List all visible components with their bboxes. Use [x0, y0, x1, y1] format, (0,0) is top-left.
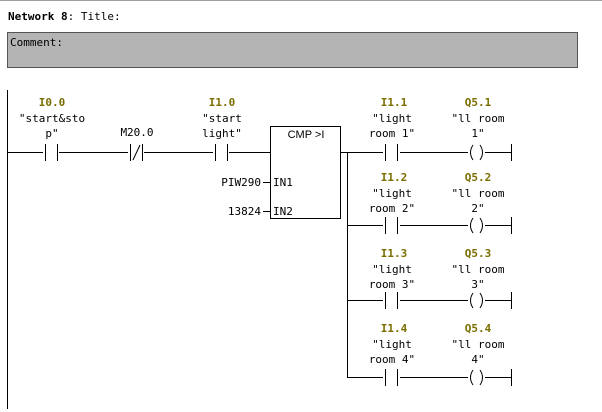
branch-3-wires — [348, 292, 512, 309]
contact-i1-0[interactable] — [215, 144, 228, 161]
coil-q5-3-symbol: "ll room 3" — [451, 263, 505, 291]
cmp-in2-operand[interactable]: 13824 — [227, 205, 261, 218]
contact-i1-1-address: I1.1 — [380, 96, 408, 109]
contact-i0-0-symbol: "start&sto p" — [18, 112, 86, 140]
coil-q5-4-address: Q5.4 — [464, 322, 492, 335]
network-label: Network 8 — [8, 10, 68, 23]
contact-i1-1-symbol: "light room 1" — [368, 112, 416, 140]
cmp-in1-operand[interactable]: PIW290 — [221, 176, 261, 189]
contact-i1-4-symbol: "light room 4" — [368, 338, 416, 366]
contact-i0-0[interactable] — [45, 144, 58, 161]
contact-i1-1[interactable] — [385, 144, 398, 161]
branch-4-wires — [348, 369, 512, 386]
contact-i0-0-address: I0.0 — [38, 96, 66, 109]
coil-q5-4[interactable] — [470, 369, 483, 386]
coil-q5-4-symbol: "ll room 4" — [451, 338, 505, 366]
coil-q5-3-address: Q5.3 — [464, 247, 492, 260]
contact-i1-2-address: I1.2 — [380, 171, 408, 184]
branch-2-wires — [348, 217, 512, 234]
coil-q5-1-symbol: "ll room 1" — [451, 112, 505, 140]
branch-1-wires — [348, 144, 512, 161]
contact-i1-2-symbol: "light room 2" — [368, 187, 416, 215]
comment-label: Comment: — [10, 36, 63, 49]
coil-q5-2-symbol: "ll room 2" — [451, 187, 505, 215]
contact-i1-0-address: I1.0 — [208, 96, 236, 109]
contact-i1-3-address: I1.3 — [380, 247, 408, 260]
network-separator: : — [67, 10, 81, 23]
coil-q5-1[interactable] — [470, 144, 483, 161]
cmp-block[interactable] — [263, 126, 341, 219]
coil-q5-3[interactable] — [470, 292, 483, 309]
contact-i1-4-address: I1.4 — [380, 322, 408, 335]
cmp-block-name: CMP >I — [287, 129, 325, 141]
network-title-label[interactable]: Title: — [80, 10, 121, 23]
network-top-border — [0, 0, 602, 1]
coil-q5-2-address: Q5.2 — [464, 171, 492, 184]
contact-i1-3[interactable] — [385, 292, 398, 309]
comment-box[interactable]: Comment: — [7, 32, 578, 68]
contact-m20-0-address: M20.0 — [120, 126, 154, 139]
contact-i1-0-symbol: "start light" — [202, 112, 242, 140]
contact-i1-3-symbol: "light room 3" — [368, 263, 416, 291]
coil-q5-2[interactable] — [470, 217, 483, 234]
network-header[interactable]: Network 8: Title: — [8, 10, 121, 23]
coil-q5-1-address: Q5.1 — [464, 96, 492, 109]
cmp-in1-pin: IN1 — [273, 176, 293, 189]
contact-i1-2[interactable] — [385, 217, 398, 234]
contact-i1-4[interactable] — [385, 369, 398, 386]
contact-m20-0[interactable] — [130, 144, 143, 161]
cmp-in2-pin: IN2 — [273, 205, 293, 218]
